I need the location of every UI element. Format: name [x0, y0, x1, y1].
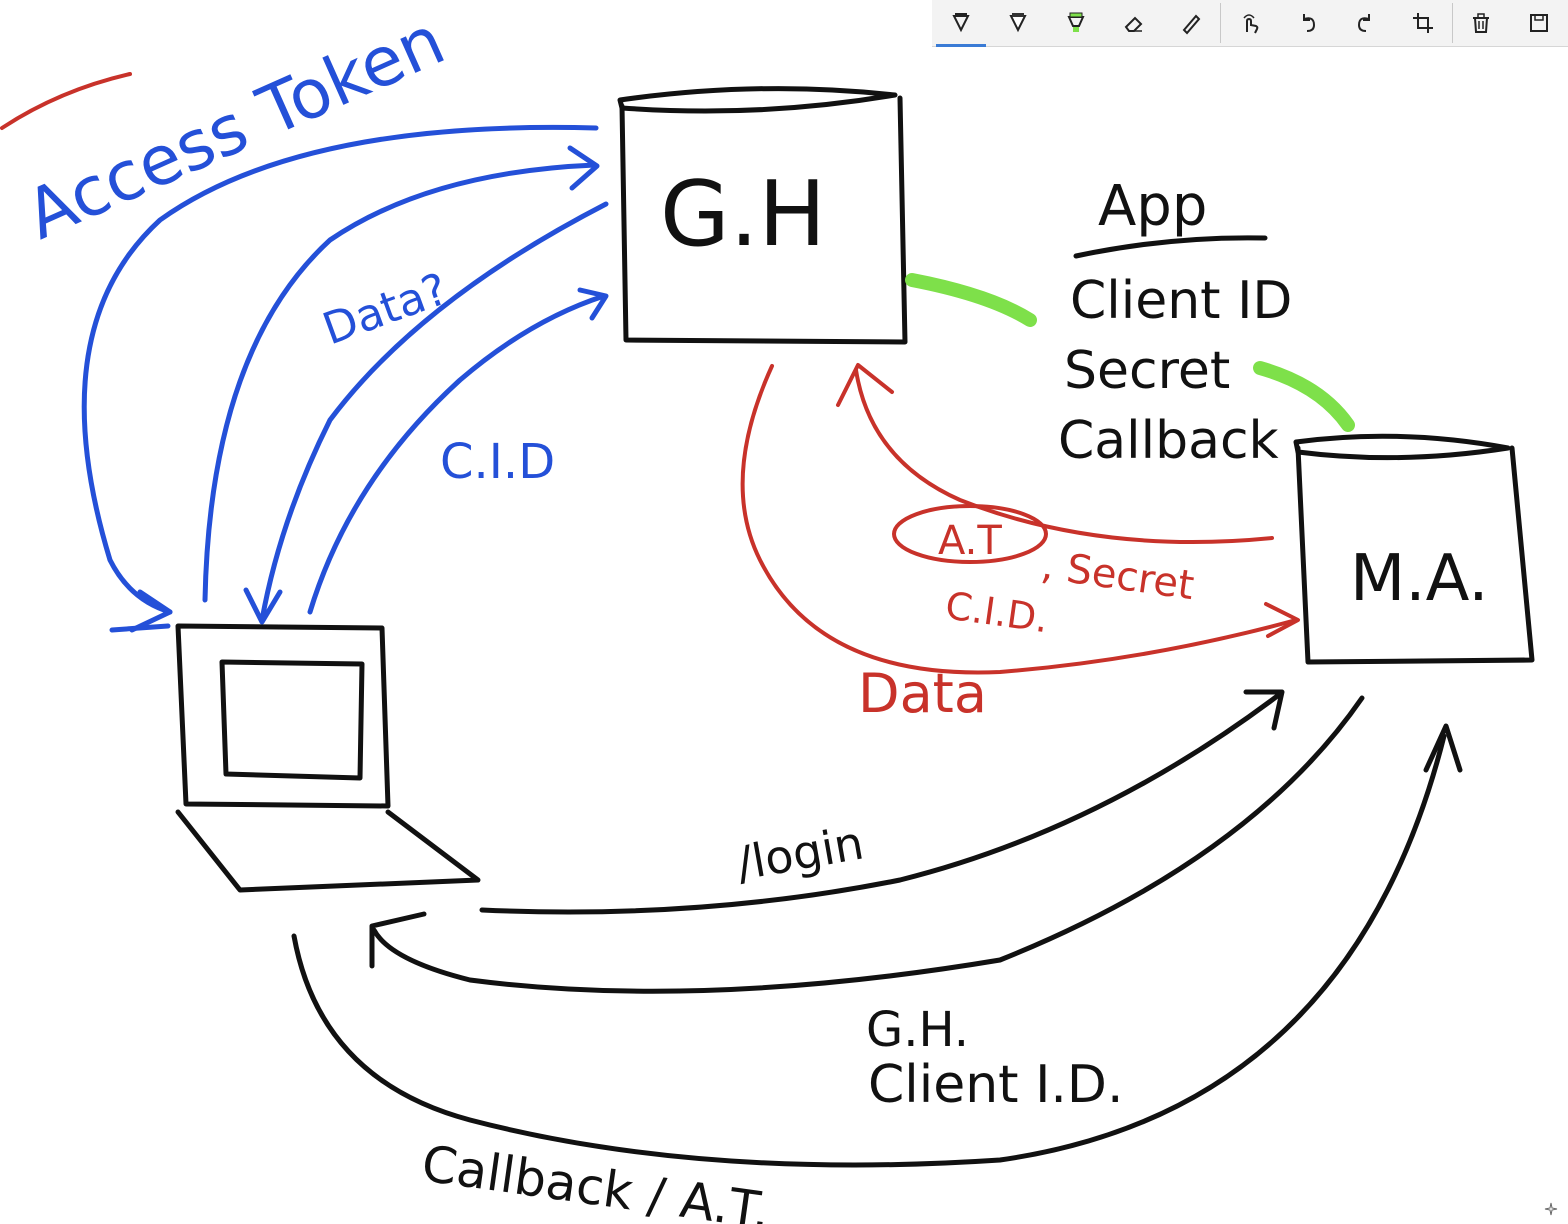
gh-label: G.H: [660, 162, 826, 267]
toolbar-divider: [1220, 3, 1222, 43]
laptop: [175, 623, 481, 893]
ballpoint-pen-icon: [952, 13, 970, 33]
pencil-pen-icon: [1009, 13, 1028, 33]
eraser-icon: [1124, 16, 1143, 32]
client-id-label: Client ID: [1070, 271, 1292, 331]
highlighter-icon: [1067, 12, 1085, 32]
cid-red-label: C.I.D.: [943, 583, 1051, 641]
gh-server: G.H: [617, 86, 908, 345]
ballpoint-pen-button[interactable]: [932, 0, 990, 47]
app-credentials: App Client ID Secret Callback: [1058, 174, 1292, 471]
crop-button[interactable]: [1394, 0, 1452, 46]
callback-label: Callback: [1058, 411, 1279, 471]
delete-button[interactable]: [1453, 0, 1511, 46]
blue-flows: Access Token Data? C.I.D: [15, 1, 609, 633]
black-flows: /login G.H. Client I.D. Callback / A.T.: [291, 689, 1463, 1224]
trash-icon: [1473, 13, 1490, 33]
save-button[interactable]: [1510, 0, 1568, 46]
crop-icon: [1412, 13, 1433, 33]
stray-red-stroke: [0, 72, 132, 130]
red-flows: A.T , Secret C.I.D. Data: [740, 363, 1300, 725]
pencil-pen-button[interactable]: [990, 0, 1048, 46]
ma-label: M.A.: [1350, 542, 1489, 616]
secret-red-label: , Secret: [1039, 542, 1197, 609]
ink-toolbar: [932, 0, 1568, 47]
secret-label: Secret: [1064, 341, 1230, 401]
touch-writing-icon: [1243, 14, 1259, 34]
save-icon: [1530, 14, 1549, 32]
eraser-button[interactable]: [1105, 0, 1163, 46]
data-red-label: Data: [858, 662, 987, 725]
highlighter-button[interactable]: [1047, 0, 1105, 46]
green-link-ma: [1253, 361, 1355, 432]
cid-blue-label: C.I.D: [440, 434, 555, 490]
login-label: /login: [733, 816, 868, 891]
redo-button[interactable]: [1336, 0, 1394, 46]
green-link-gh: [905, 273, 1037, 327]
undo-icon: [1302, 14, 1315, 32]
at-label: A.T: [938, 518, 1002, 564]
gh-dot-label: G.H.: [866, 1002, 969, 1058]
ruler-icon: [1183, 14, 1201, 35]
client-id-dot-label: Client I.D.: [868, 1055, 1124, 1115]
toolbar-divider: [1451, 3, 1453, 43]
redo-icon: [1358, 14, 1371, 32]
undo-button[interactable]: [1279, 0, 1337, 46]
ruler-button[interactable]: [1163, 0, 1221, 46]
app-title: App: [1098, 174, 1207, 239]
touch-writing-button[interactable]: [1221, 0, 1279, 46]
sparkle-icon: [1544, 1202, 1558, 1216]
data-question-label: Data?: [316, 263, 454, 355]
ma-server: M.A.: [1293, 433, 1535, 665]
access-token-label: Access Token: [15, 1, 456, 255]
